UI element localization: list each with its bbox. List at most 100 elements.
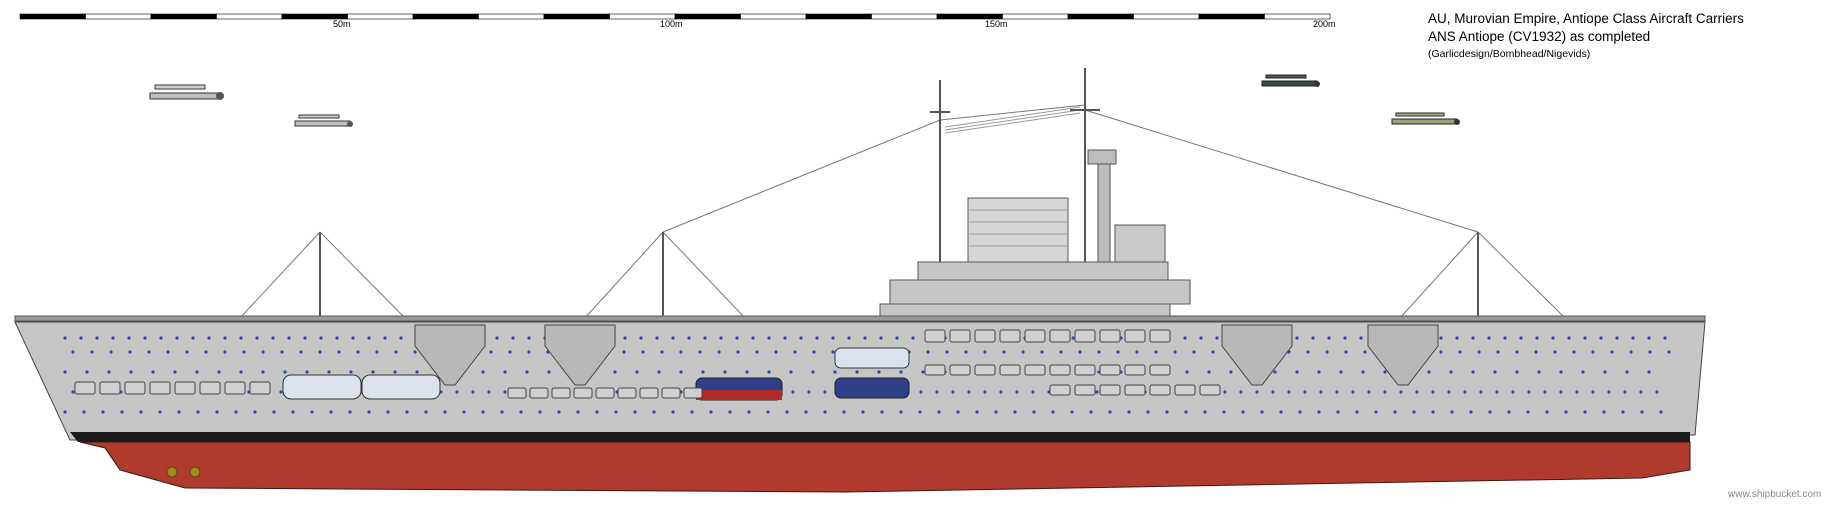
porthole: [831, 350, 835, 354]
porthole: [1535, 336, 1539, 340]
porthole: [1567, 336, 1571, 340]
hangar-window: [1099, 384, 1121, 396]
porthole: [1564, 410, 1568, 414]
porthole: [1311, 336, 1315, 340]
porthole: [793, 350, 797, 354]
porthole: [635, 370, 639, 374]
porthole: [745, 370, 749, 374]
porthole: [679, 370, 683, 374]
porthole: [1603, 370, 1607, 374]
porthole: [424, 410, 428, 414]
hangar-window: [683, 387, 703, 399]
porthole: [783, 336, 787, 340]
porthole: [158, 410, 162, 414]
porthole: [519, 410, 523, 414]
porthole: [63, 410, 67, 414]
porthole: [1222, 410, 1226, 414]
porthole: [1336, 410, 1340, 414]
hangar-window: [661, 387, 681, 399]
porthole: [657, 370, 661, 374]
porthole: [101, 410, 105, 414]
porthole: [109, 350, 113, 354]
porthole: [895, 336, 899, 340]
porthole: [1581, 370, 1585, 374]
porthole: [823, 390, 827, 394]
hangar-window: [1174, 384, 1196, 396]
porthole: [899, 370, 903, 374]
porthole: [1449, 370, 1453, 374]
porthole: [305, 370, 309, 374]
porthole: [1339, 370, 1343, 374]
porthole: [525, 370, 529, 374]
porthole: [1431, 390, 1435, 394]
porthole: [799, 336, 803, 340]
porthole: [335, 336, 339, 340]
porthole: [1623, 390, 1627, 394]
porthole: [299, 350, 303, 354]
porthole: [1255, 390, 1259, 394]
porthole: [1572, 350, 1576, 354]
watermark: www.shipbucket.com: [1728, 489, 1822, 500]
porthole: [1648, 350, 1652, 354]
porthole: [1479, 390, 1483, 394]
porthole: [1154, 350, 1158, 354]
porthole: [921, 370, 925, 374]
porthole: [215, 410, 219, 414]
porthole: [1295, 370, 1299, 374]
porthole: [633, 410, 637, 414]
hangar-window: [1124, 384, 1146, 396]
title-line-1: AU, Murovian Empire, Antiope Class Aircr…: [1428, 11, 1744, 26]
porthole: [879, 336, 883, 340]
hangar-window: [595, 387, 615, 399]
porthole: [1071, 336, 1075, 340]
hangar-window: [174, 381, 196, 395]
porthole: [351, 336, 355, 340]
porthole: [956, 410, 960, 414]
porthole: [1575, 390, 1579, 394]
porthole: [143, 336, 147, 340]
porthole: [807, 390, 811, 394]
scale-label-150m: 150m: [985, 19, 1008, 29]
hangar-window: [224, 381, 246, 395]
porthole: [90, 350, 94, 354]
porthole: [1647, 370, 1651, 374]
porthole: [1374, 410, 1378, 414]
porthole: [367, 336, 371, 340]
porthole: [789, 370, 793, 374]
porthole: [785, 410, 789, 414]
hangar-window: [124, 381, 146, 395]
credits-line: (Garlicdesign/Bombhead/Nigevids): [1428, 48, 1591, 60]
porthole: [1488, 410, 1492, 414]
porthole: [191, 336, 195, 340]
hangar-window: [1074, 329, 1096, 343]
porthole: [1271, 390, 1275, 394]
porthole: [455, 390, 459, 394]
porthole: [911, 336, 915, 340]
porthole: [319, 336, 323, 340]
porthole: [1059, 350, 1063, 354]
porthole: [95, 336, 99, 340]
porthole: [1551, 336, 1555, 340]
porthole: [349, 370, 353, 374]
porthole: [223, 336, 227, 340]
porthole: [271, 336, 275, 340]
porthole: [766, 410, 770, 414]
hangar-window: [529, 387, 549, 399]
gun-sponsons: [414, 324, 1439, 386]
hangar-window: [1124, 364, 1146, 376]
porthole: [1070, 410, 1074, 414]
porthole: [1458, 350, 1462, 354]
porthole: [159, 336, 163, 340]
porthole: [111, 336, 115, 340]
porthole: [1192, 350, 1196, 354]
aircraft: [149, 74, 1460, 127]
porthole: [255, 336, 259, 340]
porthole: [1519, 336, 1523, 340]
porthole: [791, 390, 795, 394]
porthole: [185, 350, 189, 354]
porthole: [1303, 390, 1307, 394]
porthole: [698, 350, 702, 354]
porthole: [735, 336, 739, 340]
porthole: [1229, 370, 1233, 374]
porthole: [842, 410, 846, 414]
